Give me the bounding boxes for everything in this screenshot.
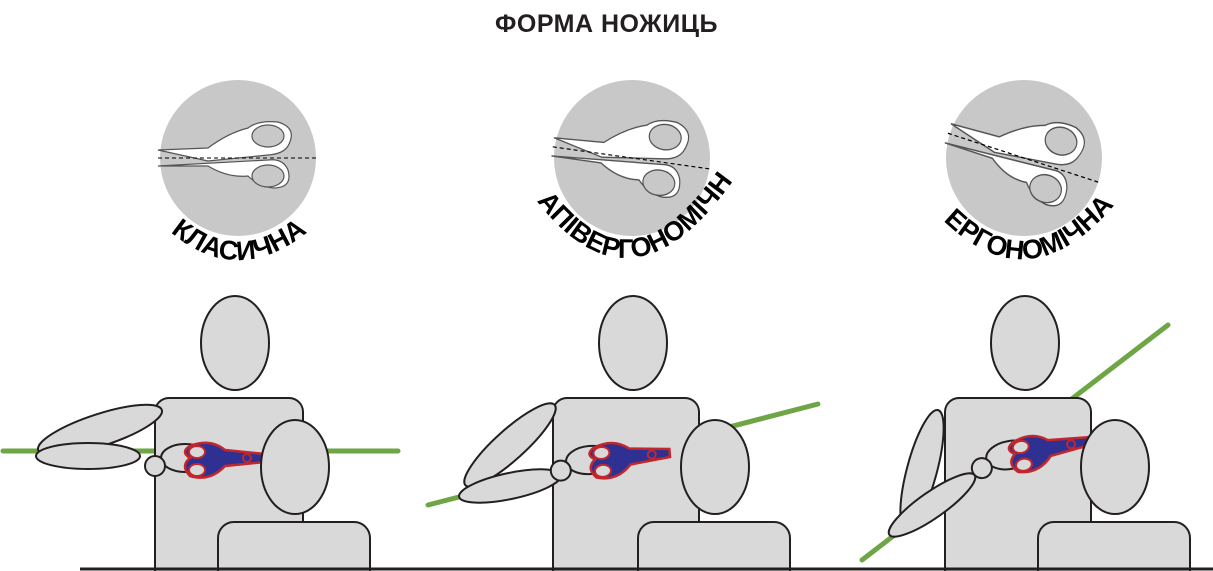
- client-head: [260, 419, 330, 515]
- client-body: [637, 521, 791, 571]
- stylist-head: [200, 295, 270, 391]
- stylist-head: [598, 295, 668, 391]
- panel-semi-ergonomic: НАПІВЕРГОНОМІЧНА: [0, 0, 821, 571]
- client-head: [680, 419, 750, 515]
- panel-classic: КЛАСИЧНА: [0, 80, 401, 571]
- client-head: [1080, 419, 1150, 515]
- stylist-head: [990, 295, 1060, 391]
- client-body: [217, 521, 371, 571]
- panel-ergonomic: ЕРГОНОМІЧНА: [859, 80, 1191, 571]
- diagram-title: ФОРМА НОЖИЦЬ: [495, 10, 718, 38]
- stylist-upper-arm: [463, 402, 557, 488]
- stylist-forearm: [35, 442, 141, 470]
- client-body: [1037, 521, 1191, 571]
